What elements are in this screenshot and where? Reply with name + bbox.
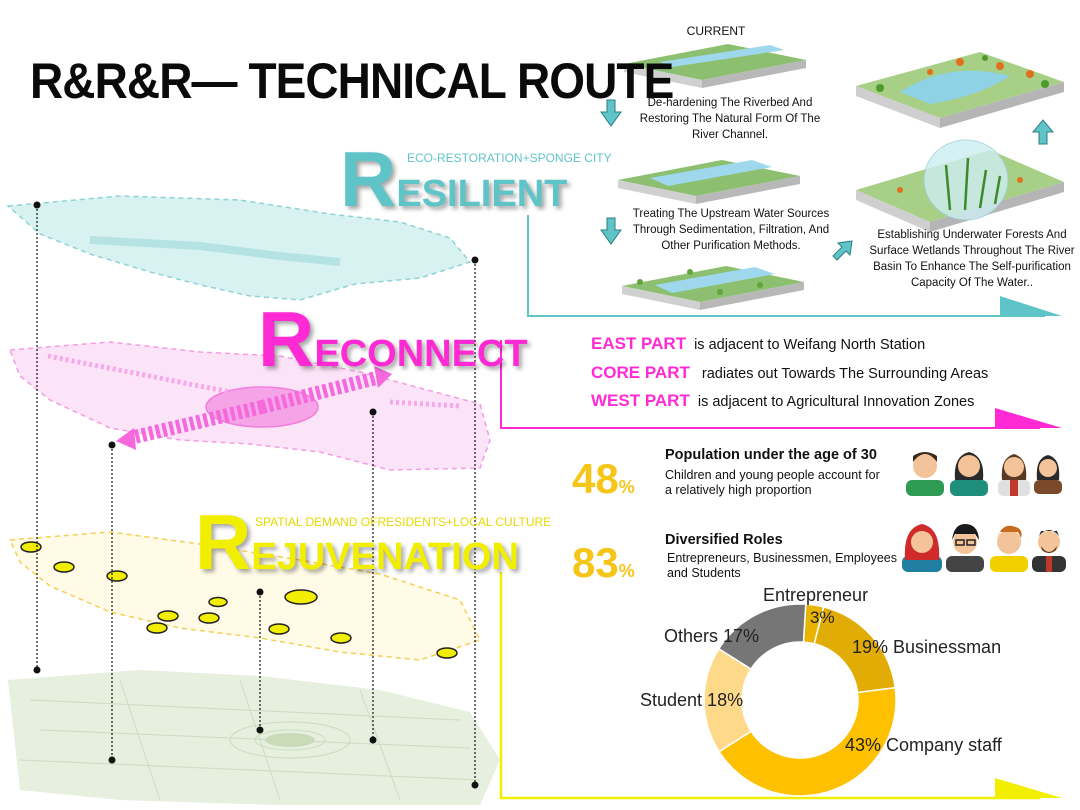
stat-percent-roles-sign: %	[618, 561, 635, 581]
rejuvenation-nodes	[20, 541, 458, 659]
donut-slice-others	[717, 603, 807, 671]
person-icon	[998, 454, 1030, 496]
part-row-east: EAST PART is adjacent to Weifang North St…	[591, 334, 925, 354]
part-row-core: CORE PART radiates out Towards The Surrou…	[591, 363, 988, 383]
arrow-down-2	[600, 217, 622, 245]
stat-percent-young-value: 48	[572, 455, 619, 502]
west-arrow-head	[116, 428, 136, 450]
resilient-connector-arrow	[1000, 296, 1062, 316]
rejuvenation-connector-arrow	[995, 778, 1062, 798]
reconnect-connector-arrow	[995, 408, 1062, 428]
leader-dots	[33, 201, 479, 789]
rejuvenation-heading-rest: EJUVENATION	[251, 536, 519, 578]
west-arrow-line	[128, 400, 264, 445]
roles-donut-chart	[703, 603, 897, 797]
part-key-west: WEST PART	[591, 391, 690, 410]
donut-label-entrepreneur: Entrepreneur	[763, 585, 869, 605]
rejuvenation-heading: REJUVENATION	[195, 503, 519, 581]
part-key-east: EAST PART	[591, 334, 687, 353]
people-icons	[902, 452, 1066, 572]
step-arrows	[600, 99, 1055, 261]
rejuvenation-connector	[499, 572, 1040, 800]
reconnect-heading: RECONNECT	[258, 300, 528, 378]
person-icon	[990, 525, 1028, 572]
reconnect-connector	[500, 340, 1040, 429]
resilient-step-3: Establishing Underwater Forests And Surf…	[869, 229, 1075, 289]
stat-desc-young: Children and young people account for a …	[665, 468, 880, 497]
person-icon	[950, 452, 988, 496]
resilient-heading: RESILIENT	[340, 140, 567, 218]
resilient-connector	[527, 215, 1045, 317]
person-icon	[1032, 530, 1066, 572]
rejuvenation-map-layer	[8, 531, 482, 661]
stat-title-young: Population under the age of 30	[665, 447, 877, 463]
river-block-wetland-bottom	[856, 139, 1064, 232]
arrow-diagonal	[832, 240, 853, 261]
stat-percent-young-sign: %	[618, 477, 635, 497]
east-arrow-head	[374, 366, 392, 388]
base-map-streets	[19, 679, 481, 801]
river-block-purified	[622, 266, 804, 310]
donut-slice-company-staff	[718, 686, 897, 797]
donut-label-company-staff: 43% Company staff	[845, 735, 1002, 755]
donut-label-others: Others 17%	[664, 626, 760, 646]
river-block-wetland-top	[856, 52, 1064, 128]
resilient-heading-rest: ESILIENT	[396, 173, 568, 215]
donut-label-student: Student 18%	[640, 690, 744, 710]
part-desc-core: radiates out Towards The Surrounding Are…	[701, 366, 989, 382]
stat-percent-roles-value: 83	[572, 539, 619, 586]
arrow-down-1	[600, 99, 622, 127]
arrow-up	[1031, 119, 1055, 145]
base-map-layer	[8, 670, 500, 805]
part-desc-west: is adjacent to Agricultural Innovation Z…	[697, 394, 975, 410]
person-icon	[1034, 455, 1062, 494]
reconnect-heading-rest: ECONNECT	[314, 333, 528, 375]
resilient-step-2: Treating The Upstream Water Sources Thro…	[632, 208, 830, 252]
stat-title-roles: Diversified Roles	[665, 532, 783, 548]
resilient-step-1: De-hardening The Riverbed And Restoring …	[639, 97, 821, 141]
part-key-core: CORE PART	[591, 363, 690, 382]
resilient-heading-cap: R	[340, 135, 397, 223]
donut-value-entrepreneur: 3%	[810, 608, 835, 627]
leader-lines	[36, 205, 476, 785]
donut-label-businessman: 19% Businessman	[852, 637, 1002, 657]
rejuvenation-heading-cap: R	[195, 498, 252, 586]
resilient-tag: ECO-RESTORATION+SPONGE CITY	[407, 151, 612, 165]
base-map-plaza	[265, 733, 315, 747]
river-block-dehardened	[618, 160, 800, 204]
stat-percent-young: 48%	[572, 458, 635, 500]
stat-desc-roles: Entrepreneurs, Businessmen, Employees an…	[667, 551, 897, 580]
resilient-map-river	[89, 236, 341, 266]
page-title: R&R&R— TECHNICAL ROUTE	[30, 53, 674, 109]
east-arrow-line	[260, 370, 382, 414]
stat-percent-roles: 83%	[572, 542, 635, 584]
part-desc-east: is adjacent to Weifang North Station	[694, 337, 926, 353]
person-icon	[902, 524, 942, 572]
rejuvenation-tag: SPATIAL DEMAND OFRESIDENTS+LOCAL CULTURE	[255, 515, 552, 529]
person-icon	[906, 452, 944, 496]
reconnect-heading-cap: R	[258, 295, 315, 383]
core-connection-line	[47, 353, 231, 395]
person-icon	[946, 524, 984, 572]
river-block-current	[624, 44, 806, 88]
current-label: CURRENT	[686, 24, 746, 38]
part-row-west: WEST PART is adjacent to Agricultural Inn…	[591, 391, 974, 411]
